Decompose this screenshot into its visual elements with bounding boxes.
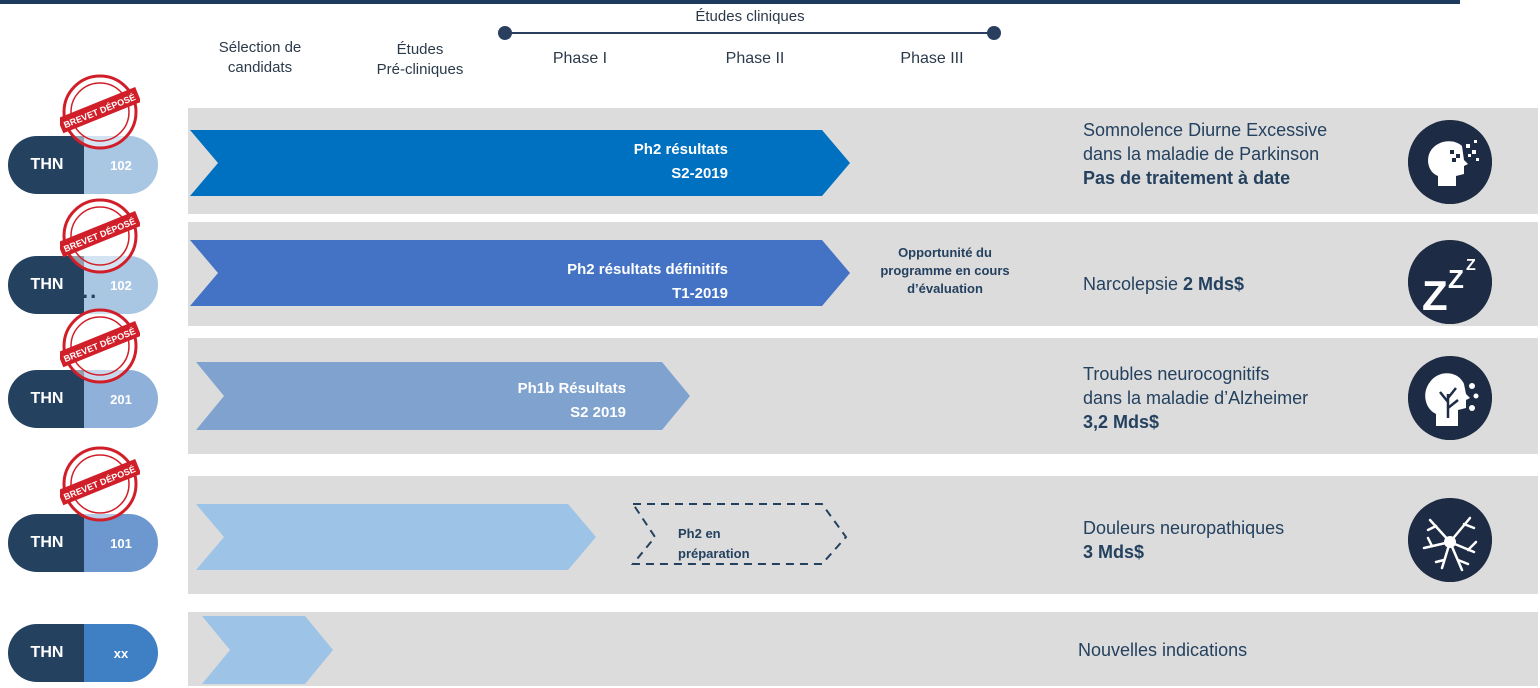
thn-label: THN — [8, 514, 86, 572]
indication-row-2-name: Narcolepsie — [1083, 274, 1184, 294]
header-phase-2: Phase II — [725, 50, 785, 67]
product-code: 101 — [84, 514, 158, 572]
svg-text:Z: Z — [1466, 257, 1476, 274]
indication-row-4: Douleurs neuropathiques 3 Mds$ — [1083, 516, 1284, 564]
header-etudes-cliniques: Études cliniques — [695, 8, 805, 25]
indication-row-1-line3: Pas de traitement à date — [1083, 168, 1291, 188]
indication-row-3-line2: dans la maladie d’Alzheimer — [1083, 388, 1309, 408]
progress-arrow-row-2 — [190, 240, 850, 306]
clinical-span-end-dot — [987, 26, 1001, 40]
opportunity-note: Opportunité du programme en cours d’éval… — [880, 245, 1010, 296]
arrow-text-row-2: Ph2 résultats définitifs T1-2019 — [470, 258, 728, 306]
indication-row-2: Narcolepsie 2 Mds$ — [1083, 272, 1244, 296]
indication-row-1-line1: Somnolence Diurne Excessive — [1083, 120, 1328, 140]
clinical-span-line — [505, 32, 995, 34]
patent-stamp-icon: BREVET DÉPOSÉ — [60, 74, 140, 150]
indication-row-2-market: 2 Mds$ — [1183, 274, 1245, 294]
arrow-text-row-1: Ph2 résultats S2-2019 — [540, 138, 728, 186]
thn-label: THN — [8, 370, 86, 428]
ph2-preparation-label: Ph2 en préparation — [678, 526, 750, 561]
progress-arrow-row-1 — [190, 130, 850, 196]
arrow-row-3-line1: Ph1b Résultats — [517, 380, 626, 397]
dashed-arrow-row-4 — [630, 503, 848, 565]
svg-text:Z: Z — [1448, 264, 1464, 294]
progress-arrow-row-5 — [202, 616, 333, 684]
indication-row-3-line3: 3,2 Mds$ — [1083, 412, 1160, 432]
sleep-zzz-icon: Z Z Z — [1408, 240, 1492, 324]
extra-dots: .. — [82, 278, 99, 303]
indication-row-4-line2: 3 Mds$ — [1083, 542, 1145, 562]
header-selection: Sélection de candidats — [218, 39, 302, 76]
pipeline-row-5 — [188, 612, 1538, 686]
patent-stamp-icon: BREVET DÉPOSÉ — [60, 446, 140, 522]
svg-text:Z: Z — [1422, 272, 1448, 319]
indication-row-1: Somnolence Diurne Excessive dans la mala… — [1083, 118, 1327, 190]
arrow-row-1-line2: S2-2019 — [671, 165, 728, 182]
progress-arrow-row-4 — [196, 504, 596, 570]
arrow-row-1-line1: Ph2 résultats — [633, 141, 728, 158]
header-phase-3: Phase III — [900, 50, 964, 67]
patent-stamp-icon: BREVET DÉPOSÉ — [60, 308, 140, 384]
thn-label: THN — [8, 136, 86, 194]
progress-arrow-row-3 — [196, 362, 690, 430]
indication-row-5: Nouvelles indications — [1078, 640, 1248, 660]
product-code: xx — [84, 624, 158, 682]
head-pixel-icon — [1408, 120, 1492, 204]
patent-stamp-icon: BREVET DÉPOSÉ — [60, 198, 140, 274]
indication-row-1-line2: dans la maladie de Parkinson — [1083, 144, 1320, 164]
arrow-text-row-3: Ph1b Résultats S2 2019 — [440, 377, 626, 425]
product-code: 102 — [84, 136, 158, 194]
indication-row-4-line1: Douleurs neuropathiques — [1083, 518, 1285, 538]
thn-label: THN — [8, 624, 86, 682]
thn-label: THN — [8, 256, 86, 314]
arrow-row-3-line2: S2 2019 — [570, 404, 626, 421]
head-tree-icon — [1408, 356, 1492, 440]
top-bar — [0, 0, 1460, 4]
arrow-row-2-line2: T1-2019 — [672, 285, 728, 302]
header-etudes-precliniques: Études Pré-cliniques — [376, 41, 464, 78]
neuron-icon — [1408, 498, 1492, 582]
indication-row-3: Troubles neurocognitifs dans la maladie … — [1083, 362, 1308, 434]
header-phase-1: Phase I — [552, 50, 608, 67]
arrow-row-2-line1: Ph2 résultats définitifs — [567, 261, 728, 278]
clinical-span-start-dot — [498, 26, 512, 40]
indication-row-3-line1: Troubles neurocognitifs — [1083, 364, 1270, 384]
